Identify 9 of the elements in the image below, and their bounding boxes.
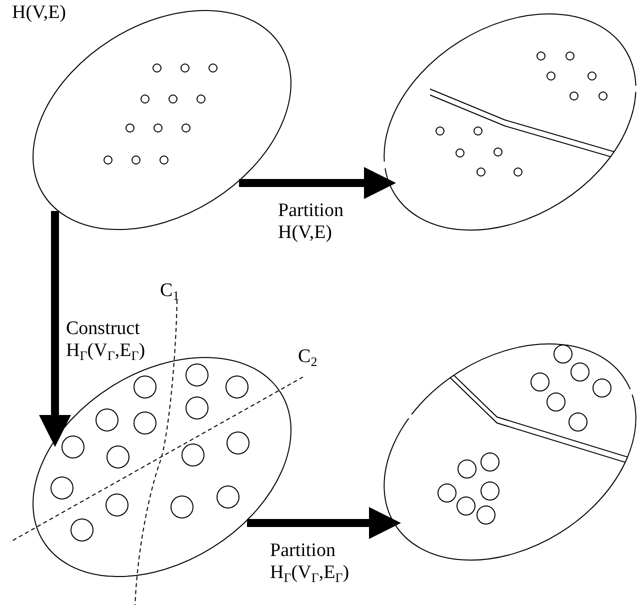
edge-label: Construct H$_{Γ}$(V$_{Γ}$,E$_{Γ}$) xyxy=(66,318,146,362)
arrow xyxy=(239,167,396,199)
edge-label: Partition H(V,E) xyxy=(278,200,344,244)
graph-label: H(V,E) xyxy=(12,2,66,23)
arrow xyxy=(39,211,71,447)
edge-label: Partition H$_{Γ}$(V$_{Γ}$,E$_{Γ}$) xyxy=(270,540,350,584)
cut-label: C$_{1}$ xyxy=(160,280,180,301)
cut-label: C$_{2}$ xyxy=(298,346,318,367)
arrow xyxy=(247,507,401,539)
